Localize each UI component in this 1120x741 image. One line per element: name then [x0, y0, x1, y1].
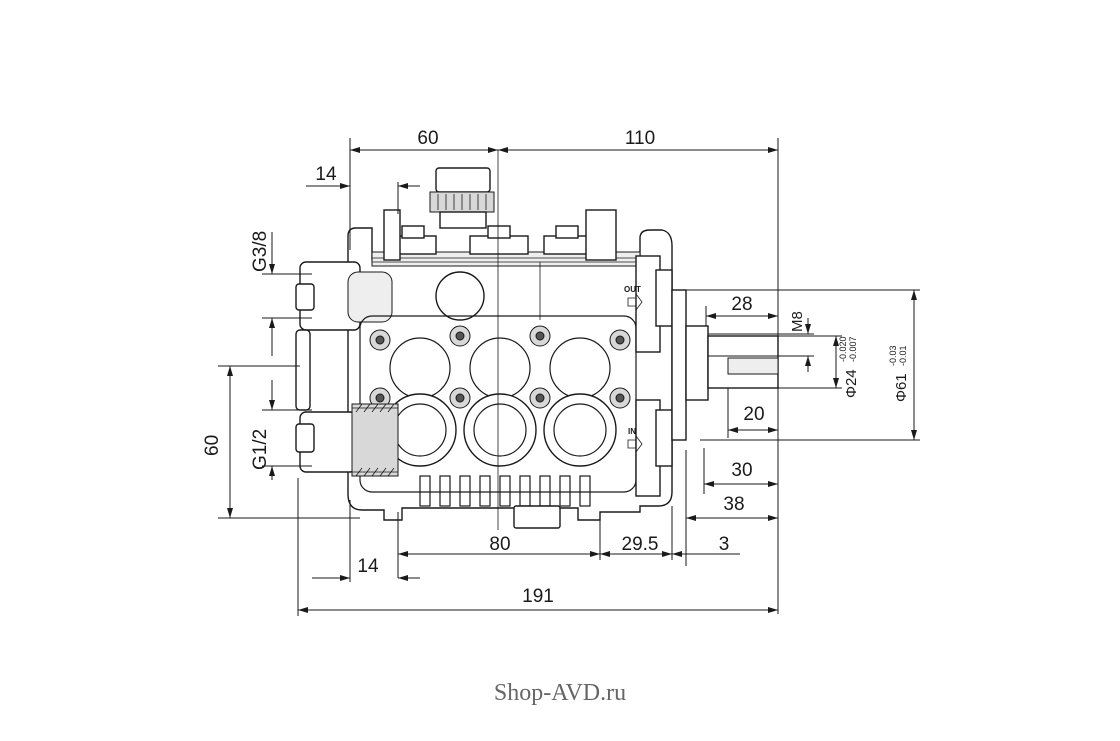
- dimension-lines: [218, 138, 920, 616]
- dim-20: 20: [743, 404, 764, 425]
- dim-m8: M8: [789, 311, 806, 332]
- dim-60-left: 60: [202, 435, 223, 456]
- dim-29-5: 29.5: [622, 534, 659, 555]
- dim-phi24-tol-lower: -0.007: [848, 336, 858, 362]
- dim-110: 110: [625, 128, 655, 149]
- dim-phi61-tol-upper: -0.03: [888, 345, 898, 366]
- dim-phi61-tol-lower: -0.01: [898, 345, 908, 366]
- bolts: [369, 325, 631, 409]
- dim-38: 38: [723, 494, 744, 515]
- dim-3: 3: [719, 534, 730, 555]
- dim-phi61: Φ61: [893, 373, 910, 402]
- pump-body: OUT IN: [295, 150, 779, 530]
- dim-phi24: Φ24: [843, 369, 860, 398]
- dimension-labels: 60 110 14 G3/8 60 G1/2 28 M8 Φ24 -0.020 …: [202, 128, 910, 607]
- dim-30: 30: [731, 460, 752, 481]
- dim-g1-2: G1/2: [250, 429, 271, 470]
- dim-14-bottom: 14: [357, 556, 379, 577]
- dim-60-top: 60: [417, 128, 438, 149]
- out-label: OUT: [624, 285, 641, 294]
- dim-28: 28: [731, 294, 752, 315]
- dim-191: 191: [522, 586, 554, 607]
- dim-g3-8: G3/8: [250, 231, 271, 272]
- dim-phi24-tol-upper: -0.020: [838, 336, 848, 362]
- dim-14-top: 14: [315, 164, 337, 185]
- dim-80: 80: [489, 534, 510, 555]
- site-watermark: Shop-AVD.ru: [493, 680, 627, 706]
- in-label: IN: [628, 427, 636, 436]
